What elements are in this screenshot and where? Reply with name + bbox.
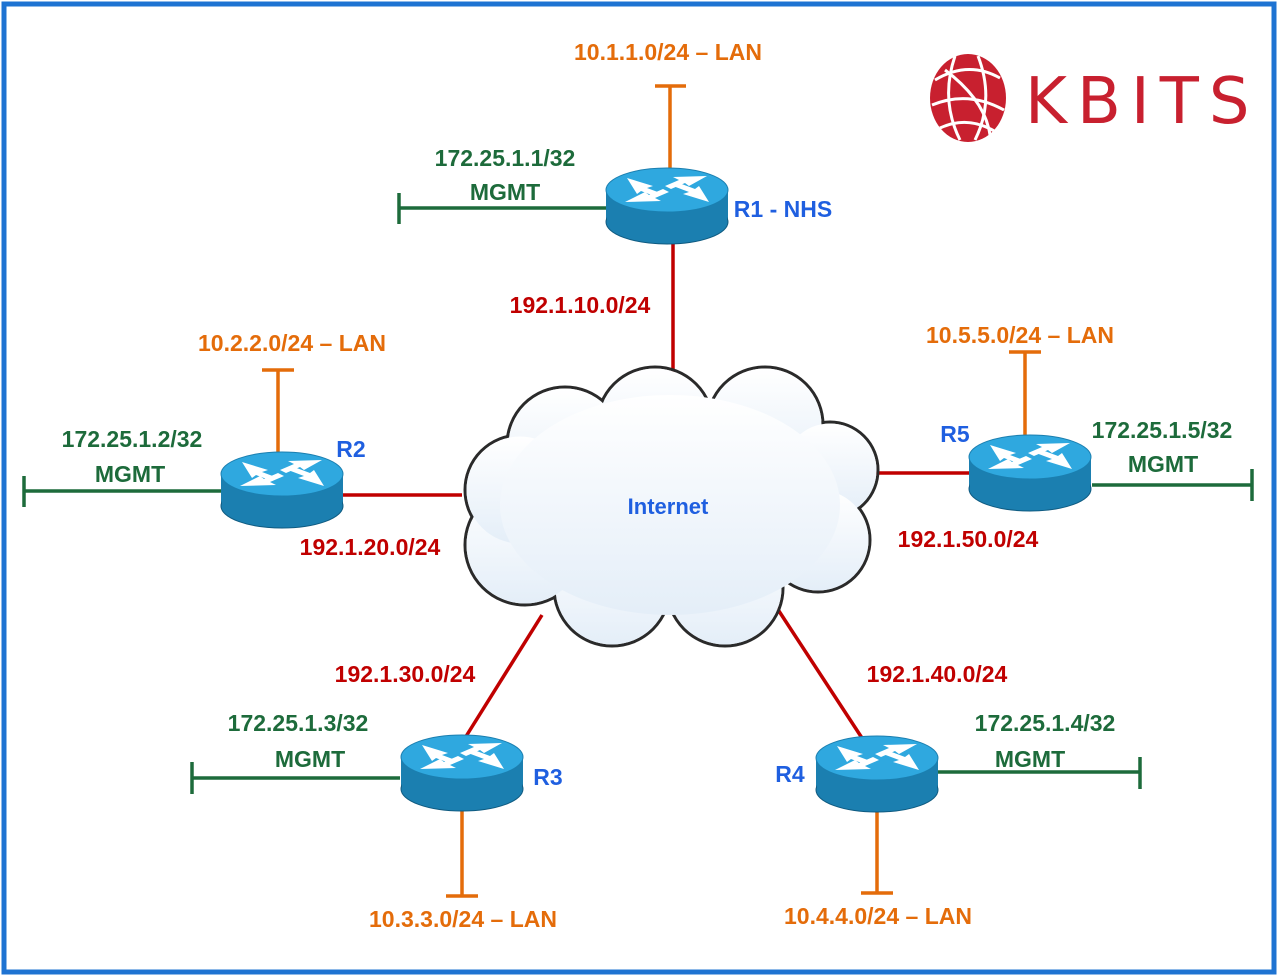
router-icon — [815, 735, 939, 813]
r3-mgmt-label: MGMT — [275, 746, 345, 772]
r1-name: R1 - NHS — [734, 196, 832, 222]
logo-text: KBITS — [1025, 65, 1259, 139]
r1-mgmt-ip: 172.25.1.1/32 — [435, 145, 576, 171]
r1-mgmt-label: MGMT — [470, 179, 540, 205]
r4-wan-link — [773, 604, 864, 739]
r4-mgmt-label: MGMT — [995, 746, 1065, 772]
r5-lan-label: 10.5.5.0/24 – LAN — [926, 322, 1114, 348]
globe-icon — [930, 54, 1006, 142]
r2-lan-label: 10.2.2.0/24 – LAN — [198, 330, 386, 356]
router-icon — [605, 167, 729, 245]
r3-wan-link — [463, 614, 544, 739]
internet-label: Internet — [628, 494, 709, 519]
router-r2[interactable]: 10.2.2.0/24 – LAN 172.25.1.2/32 MGMT R2 … — [22, 330, 441, 560]
router-r5[interactable]: 10.5.5.0/24 – LAN 172.25.1.5/32 MGMT R5 … — [898, 322, 1254, 552]
kbits-logo: KBITS — [930, 54, 1259, 142]
r2-name: R2 — [336, 436, 365, 462]
r3-name: R3 — [533, 764, 562, 790]
router-icon — [220, 451, 344, 529]
router-icon — [968, 434, 1092, 512]
r4-wan-label: 192.1.40.0/24 — [867, 661, 1008, 687]
router-r1[interactable]: 10.1.1.0/24 – LAN 172.25.1.1/32 MGMT R1 … — [397, 39, 832, 318]
router-r3[interactable]: 10.3.3.0/24 – LAN 172.25.1.3/32 MGMT R3 … — [190, 661, 563, 932]
r3-lan-label: 10.3.3.0/24 – LAN — [369, 906, 557, 932]
r3-wan-label: 192.1.30.0/24 — [335, 661, 476, 687]
internet-cloud: Internet — [463, 365, 880, 648]
r5-name: R5 — [940, 421, 970, 447]
r3-mgmt-ip: 172.25.1.3/32 — [228, 710, 369, 736]
r2-mgmt-label: MGMT — [95, 461, 165, 487]
r4-mgmt-ip: 172.25.1.4/32 — [975, 710, 1116, 736]
r2-wan-label: 192.1.20.0/24 — [300, 534, 441, 560]
router-icon — [400, 734, 524, 812]
r2-mgmt-ip: 172.25.1.2/32 — [62, 426, 203, 452]
r5-mgmt-ip: 172.25.1.5/32 — [1092, 417, 1233, 443]
r1-lan-label: 10.1.1.0/24 – LAN — [574, 39, 762, 65]
r1-wan-label: 192.1.10.0/24 — [510, 292, 651, 318]
r5-wan-label: 192.1.50.0/24 — [898, 526, 1039, 552]
r4-lan-label: 10.4.4.0/24 – LAN — [784, 903, 972, 929]
r4-name: R4 — [775, 761, 805, 787]
router-r4[interactable]: 10.4.4.0/24 – LAN 172.25.1.4/32 MGMT R4 … — [775, 661, 1142, 929]
r5-mgmt-label: MGMT — [1128, 451, 1198, 477]
